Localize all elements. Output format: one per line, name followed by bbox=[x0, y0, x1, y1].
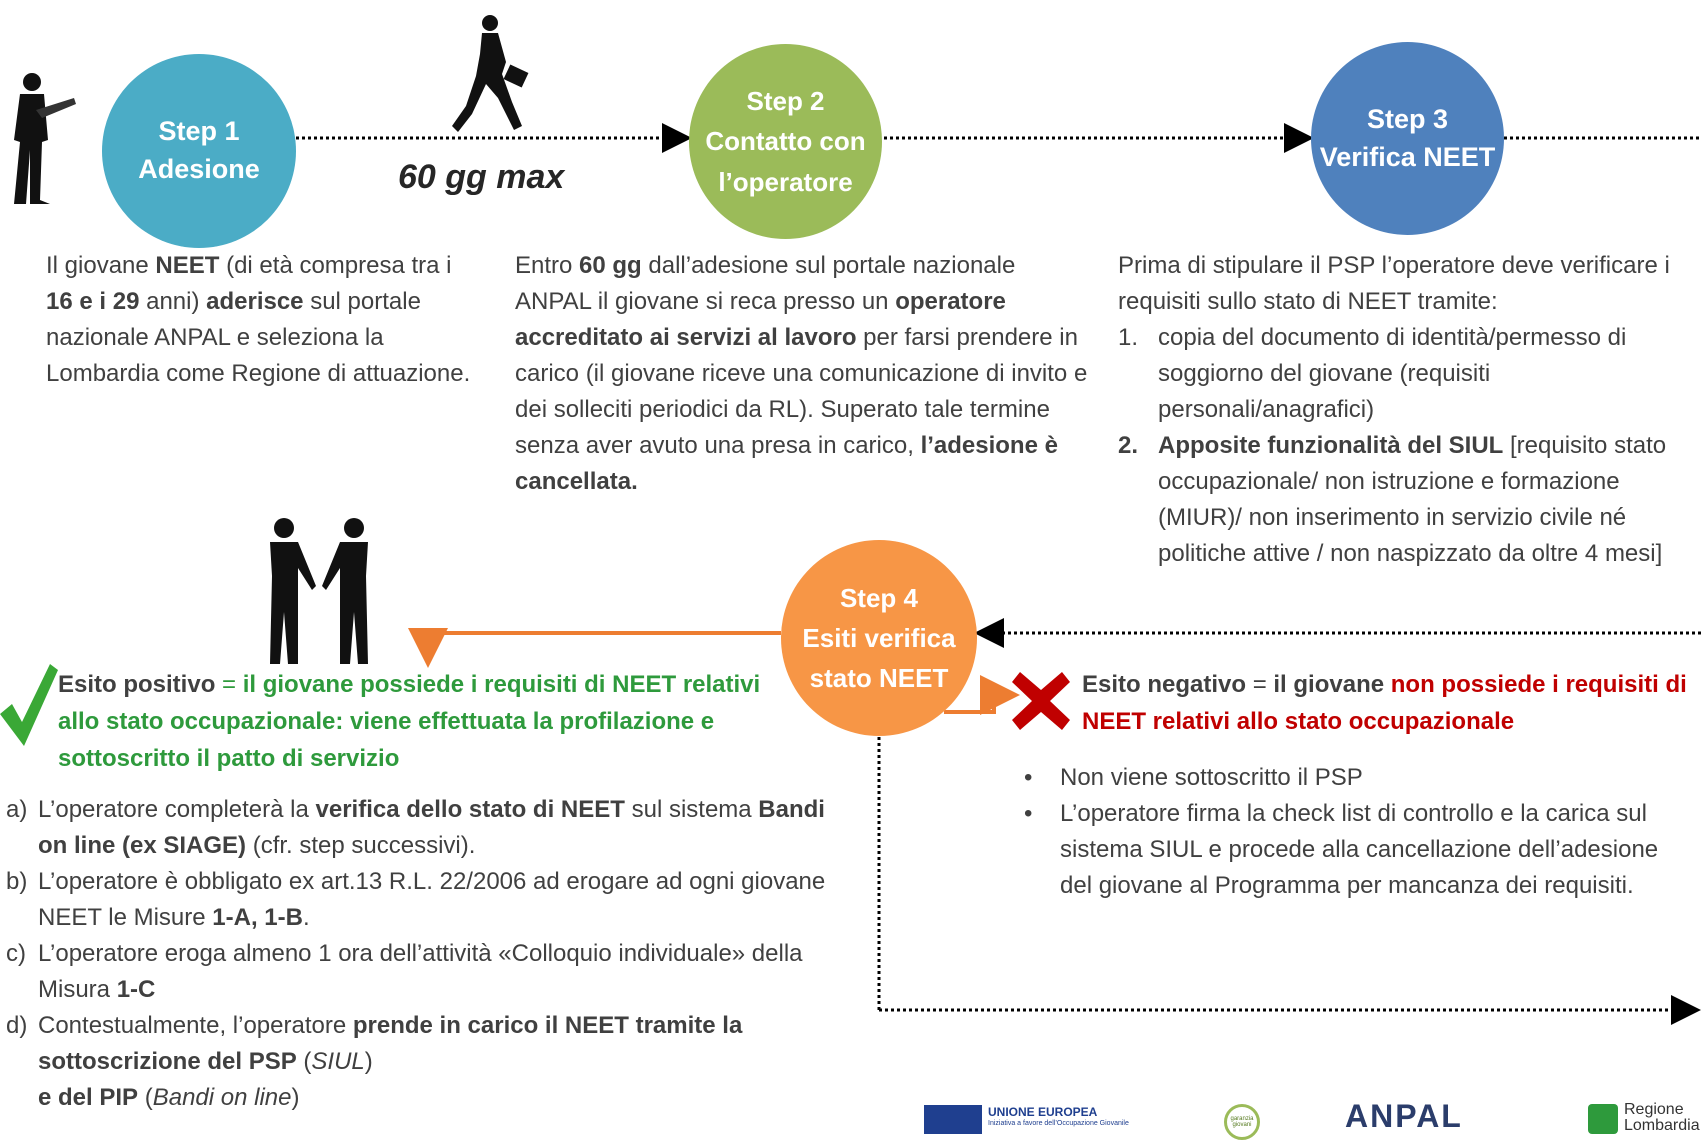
step3-label: Step 3 bbox=[1366, 103, 1449, 134]
step1-label: Step 1 bbox=[158, 116, 240, 147]
walking-man-icon bbox=[452, 15, 529, 132]
arrow-to-negative bbox=[944, 675, 1020, 715]
anpal-logo: ANPAL bbox=[1345, 1098, 1463, 1134]
arrow-to-positive bbox=[408, 628, 781, 668]
positive-item-a: a)L’operatore completerà la verifica del… bbox=[6, 796, 825, 859]
negative-outcome-heading: Esito negativo = il giovane non possiede… bbox=[1082, 671, 1687, 735]
cross-icon bbox=[1012, 672, 1070, 730]
step1-name: Adesione bbox=[138, 154, 260, 184]
step2-circle: Step 2 Contatto con l’operatore bbox=[689, 44, 882, 239]
positive-outcome-heading: Esito positivo = il giovane possiede i r… bbox=[58, 671, 761, 772]
regione-lombardia-logo: Regione Lombardia bbox=[1588, 1102, 1701, 1134]
step4-name-line2: stato NEET bbox=[809, 663, 949, 694]
step4-name-line1: Esiti verifica bbox=[802, 622, 956, 653]
negative-item-1: •Non viene sottoscritto il PSP bbox=[1024, 764, 1363, 791]
step2-description: Entro 60 gg dall’adesione sul portale na… bbox=[515, 252, 1088, 495]
checkmark-icon bbox=[0, 664, 58, 746]
step3-circle: Step 3 Verifica NEET bbox=[1311, 42, 1504, 235]
handshake-icon bbox=[270, 518, 368, 664]
step3-intro: Prima di stipulare il PSP l’operatore de… bbox=[1118, 252, 1670, 315]
eu-logo: UNIONE EUROPEA Iniziativa a favore dell’… bbox=[924, 1105, 1129, 1134]
step4-circle: Step 4 Esiti verifica stato NEET bbox=[781, 540, 977, 736]
step4-label: Step 4 bbox=[839, 582, 918, 613]
positive-outcome-list: a)L’operatore completerà la verifica del… bbox=[6, 792, 856, 1116]
positive-item-d: d)Contestualmente, l’operatore prende in… bbox=[6, 1012, 743, 1111]
step1-circle: Step 1 Adesione bbox=[102, 54, 296, 248]
positive-item-c: c)L’operatore eroga almeno 1 ora dell’at… bbox=[6, 940, 803, 1003]
timing-label: 60 gg max bbox=[398, 158, 565, 196]
negative-outcome-list: •Non viene sottoscritto il PSP •L’operat… bbox=[1020, 760, 1680, 904]
step3-item-1: 1.copia del documento di identità/permes… bbox=[1118, 324, 1627, 423]
person-laptop-icon bbox=[14, 73, 76, 204]
regione-lombardia-icon bbox=[1588, 1104, 1618, 1134]
step3-item-2: 2.Apposite funzionalità del SIUL [requis… bbox=[1118, 432, 1667, 567]
step1-description: Il giovane NEET (di età compresa tra i 1… bbox=[46, 252, 471, 387]
step2-name-line2: l’operatore bbox=[718, 166, 853, 197]
step3-description: Prima di stipulare il PSP l’operatore de… bbox=[1118, 248, 1701, 572]
garanzia-giovani-logo: garanzia giovani bbox=[1224, 1104, 1264, 1140]
eu-flag-icon bbox=[924, 1105, 982, 1134]
step3-name: Verifica NEET bbox=[1319, 141, 1496, 172]
negative-item-2: •L’operatore firma la check list di cont… bbox=[1024, 800, 1659, 899]
step2-label: Step 2 bbox=[746, 86, 825, 117]
positive-item-b: b)L’operatore è obbligato ex art.13 R.L.… bbox=[6, 868, 826, 931]
step2-name-line1: Contatto con bbox=[705, 126, 866, 157]
